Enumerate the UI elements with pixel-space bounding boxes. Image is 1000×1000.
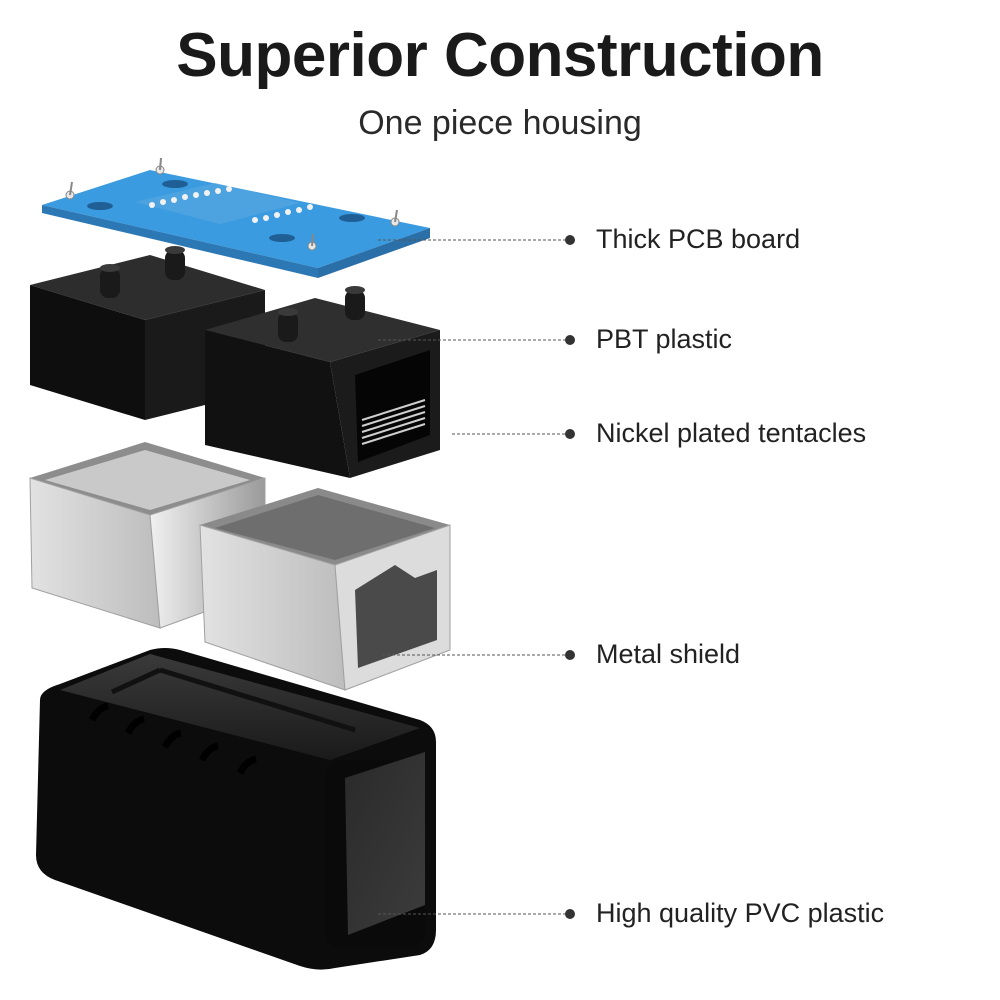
metal-shield-icon [199,488,451,691]
pcb-board-icon [42,157,430,278]
contact-pins-icon [149,186,313,223]
coupler-housing-icon [36,648,436,970]
housing-ribs [88,702,257,775]
callout-lines [378,239,566,915]
label-metal-shield: Metal shield [596,639,741,669]
label-pbt-plastic: PBT plastic [596,324,733,354]
label-pvc-plastic: High quality PVC plastic [596,898,885,928]
page-title: Superior Construction [176,21,824,90]
callout-dots [565,235,575,919]
label-nickel-plated-tentacles: Nickel plated tentacles [596,418,867,448]
rj45-jack-icon [205,286,440,478]
page-subtitle: One piece housing [358,104,642,142]
label-thick-pcb-board: Thick PCB board [596,224,801,254]
